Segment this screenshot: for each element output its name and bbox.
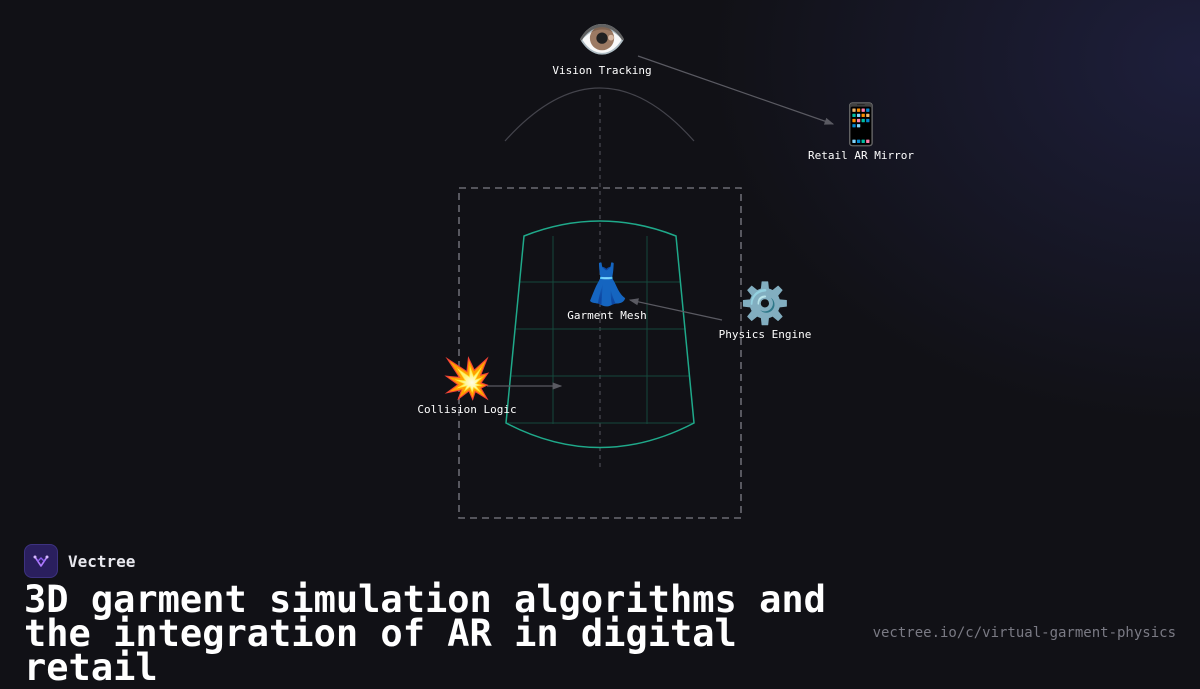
garment-mesh-outline <box>505 220 695 449</box>
node-label: Vision Tracking <box>552 64 652 77</box>
brand-name: Vectree <box>68 551 136 571</box>
gear-icon: ⚙️ <box>740 281 790 327</box>
mobile-phone-icon: 📱 <box>836 102 886 148</box>
dress-icon: 👗 <box>582 262 632 308</box>
collision-icon: 💥 <box>442 356 492 402</box>
source-url[interactable]: vectree.io/c/virtual-garment-physics <box>872 625 1176 641</box>
body-outline-arc <box>504 87 695 142</box>
node-retail-ar-mirror: 📱 Retail AR Mirror <box>808 103 914 162</box>
node-label: Garment Mesh <box>567 309 647 322</box>
garment-mesh-grid <box>507 236 694 424</box>
vectree-logo-icon <box>24 544 58 578</box>
node-vision-tracking: 👁️ Vision Tracking <box>552 18 651 77</box>
title-line-1: 3D garment simulation algorithms and <box>24 578 826 621</box>
edge-physics-to-garment <box>628 298 723 321</box>
brand[interactable]: Vectree <box>24 544 135 578</box>
node-physics-engine: ⚙️ Physics Engine <box>719 282 812 341</box>
node-label: Retail AR Mirror <box>808 149 914 162</box>
node-label: Physics Engine <box>718 328 812 341</box>
edge-vision-to-retail <box>637 55 835 125</box>
node-label: Collision Logic <box>417 403 517 416</box>
diagram-canvas <box>458 55 835 519</box>
node-collision-logic: 💥 Collision Logic <box>417 357 516 416</box>
eye-icon: 👁️ <box>577 17 627 63</box>
simulation-frame <box>458 187 742 519</box>
page-title: 3D garment simulation algorithms and the… <box>24 578 884 686</box>
node-garment-mesh: 👗 Garment Mesh <box>567 263 646 322</box>
